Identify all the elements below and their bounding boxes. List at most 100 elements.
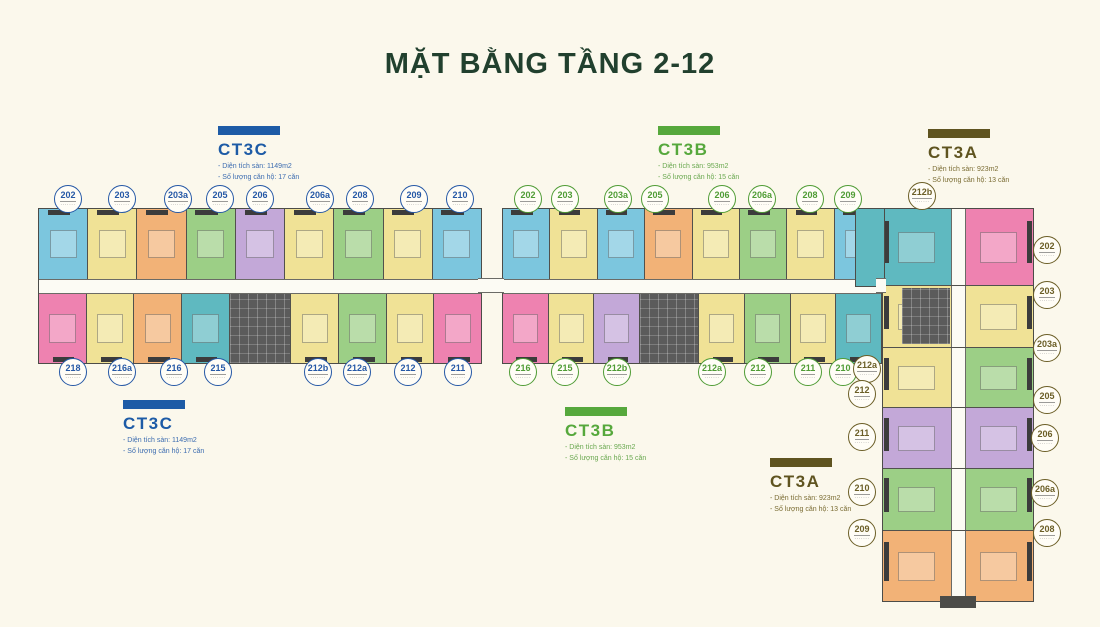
- unit-circle-203[interactable]: 203·······: [551, 185, 579, 213]
- unit-circle-206a[interactable]: 206a·······: [1031, 479, 1059, 507]
- unit-number: 212b: [307, 362, 329, 375]
- unit-circle-203[interactable]: 203·······: [108, 185, 136, 213]
- legend-units-line: - Số lượng căn hộ: 17 căn: [123, 447, 205, 455]
- ct3a-row: [883, 530, 1033, 601]
- apartment-unit: [965, 348, 1033, 408]
- unit-number: 210: [835, 362, 851, 375]
- unit-subtext: ·······: [114, 374, 130, 381]
- apartment-unit: [182, 293, 230, 363]
- apartment-unit: [88, 209, 138, 279]
- legend-title: CT3A: [928, 143, 979, 162]
- legend-area-line: - Diện tích sàn: 953m2: [565, 444, 636, 451]
- apartment-unit: [739, 209, 788, 279]
- apartment-unit: [186, 209, 236, 279]
- unit-circle-202[interactable]: 202·······: [54, 185, 82, 213]
- unit-circle-208[interactable]: 208·······: [346, 185, 374, 213]
- unit-circle-212a[interactable]: 212a·······: [698, 358, 726, 386]
- unit-circle-211[interactable]: 211·······: [848, 423, 876, 451]
- unit-circle-215[interactable]: 215·······: [204, 358, 232, 386]
- apartment-unit: [285, 209, 335, 279]
- unit-subtext: ·······: [840, 201, 856, 208]
- unit-number: 218: [65, 362, 81, 375]
- unit-subtext: ·······: [406, 201, 422, 208]
- page-title: MẶT BẰNG TẦNG 2-12: [384, 48, 716, 80]
- unit-subtext: ·······: [60, 201, 76, 208]
- corridor: [503, 278, 881, 294]
- apartment-unit: [883, 408, 951, 468]
- unit-circle-208[interactable]: 208·······: [796, 185, 824, 213]
- unit-subtext: ·······: [1037, 440, 1053, 447]
- unit-subtext: ·······: [854, 535, 870, 542]
- unit-circle-205[interactable]: 205·······: [1033, 386, 1061, 414]
- unit-circle-202[interactable]: 202·······: [1033, 236, 1061, 264]
- unit-circle-209[interactable]: 209·······: [834, 185, 862, 213]
- unit-circle-205[interactable]: 205·······: [206, 185, 234, 213]
- unit-circle-206[interactable]: 206·······: [708, 185, 736, 213]
- unit-circle-216[interactable]: 216·······: [160, 358, 188, 386]
- unit-number: 210: [452, 189, 468, 202]
- legend-area-line: - Diện tích sàn: 923m2: [928, 166, 999, 173]
- unit-subtext: ·······: [854, 396, 870, 403]
- unit-subtext: ·······: [400, 374, 416, 381]
- unit-circle-212a[interactable]: 212a·······: [853, 355, 881, 383]
- unit-circle-203a[interactable]: 203a·······: [604, 185, 632, 213]
- unit-circle-210[interactable]: 210·······: [446, 185, 474, 213]
- apartment-unit: [339, 293, 387, 363]
- unit-circle-202[interactable]: 202·······: [514, 185, 542, 213]
- unit-subtext: ·······: [1039, 252, 1055, 259]
- unit-circle-216[interactable]: 216·······: [509, 358, 537, 386]
- unit-subtext: ·······: [704, 374, 720, 381]
- apartment-unit: [548, 293, 595, 363]
- unit-circle-209[interactable]: 209·······: [400, 185, 428, 213]
- unit-circle-203a[interactable]: 203a·······: [164, 185, 192, 213]
- unit-circle-212[interactable]: 212·······: [394, 358, 422, 386]
- unit-number: 216: [515, 362, 531, 375]
- unit-circle-212b[interactable]: 212b·······: [908, 182, 936, 210]
- unit-subtext: ·······: [520, 201, 536, 208]
- unit-number: 211: [854, 427, 870, 440]
- legend-ct3a-top: CT3A - Diện tích sàn: 923m2 - Số lượng c…: [928, 129, 1088, 187]
- unit-circle-209[interactable]: 209·······: [848, 519, 876, 547]
- unit-circle-206[interactable]: 206·······: [1031, 424, 1059, 452]
- unit-subtext: ·······: [610, 201, 626, 208]
- unit-number: 206: [1037, 428, 1053, 441]
- legend-title: CT3C: [218, 140, 269, 159]
- unit-circle-205[interactable]: 205·······: [641, 185, 669, 213]
- unit-circle-216a[interactable]: 216a·······: [108, 358, 136, 386]
- legend-ct3b-bottom: CT3B - Diện tích sàn: 953m2 - Số lượng c…: [565, 407, 725, 465]
- unit-circle-211[interactable]: 211·······: [794, 358, 822, 386]
- apartment-unit: [883, 209, 951, 286]
- legend-units-line: - Số lượng căn hộ: 15 căn: [565, 454, 647, 462]
- unit-circle-206a[interactable]: 206a·······: [306, 185, 334, 213]
- unit-circle-210[interactable]: 210·······: [848, 478, 876, 506]
- unit-circle-210[interactable]: 210·······: [829, 358, 857, 386]
- corridor: [950, 408, 966, 468]
- unit-circle-212[interactable]: 212·······: [744, 358, 772, 386]
- unit-circle-212b[interactable]: 212b·······: [603, 358, 631, 386]
- unit-subtext: ·······: [609, 374, 625, 381]
- unit-circle-206[interactable]: 206·······: [246, 185, 274, 213]
- unit-circle-212b[interactable]: 212b·······: [304, 358, 332, 386]
- unit-circle-215[interactable]: 215·······: [551, 358, 579, 386]
- unit-circle-208[interactable]: 208·······: [1033, 519, 1061, 547]
- unit-circle-212[interactable]: 212·······: [848, 380, 876, 408]
- ct3a-row: [883, 408, 1033, 469]
- legend-ct3a-bottom: CT3A - Diện tích sàn: 923m2 - Số lượng c…: [770, 458, 930, 516]
- unit-circle-212a[interactable]: 212a·······: [343, 358, 371, 386]
- elevator-core: [640, 293, 700, 363]
- legend-units-line: - Số lượng căn hộ: 17 căn: [218, 173, 300, 181]
- legend-color-bar: [770, 458, 832, 467]
- unit-circle-203a[interactable]: 203a·······: [1033, 334, 1061, 362]
- unit-circle-203[interactable]: 203·······: [1033, 281, 1061, 309]
- corridor: [39, 278, 481, 294]
- unit-circle-206a[interactable]: 206a·······: [748, 185, 776, 213]
- unit-subtext: ·······: [647, 201, 663, 208]
- unit-number: 202: [1039, 240, 1055, 253]
- unit-number: 211: [800, 362, 816, 375]
- unit-circle-211[interactable]: 211·······: [444, 358, 472, 386]
- apartment-unit: [503, 209, 551, 279]
- legend-ct3c-top: CT3C - Diện tích sàn: 1149m2 - Số lượng …: [218, 126, 378, 184]
- legend-color-bar: [123, 400, 185, 409]
- unit-subtext: ·······: [352, 201, 368, 208]
- unit-circle-218[interactable]: 218·······: [59, 358, 87, 386]
